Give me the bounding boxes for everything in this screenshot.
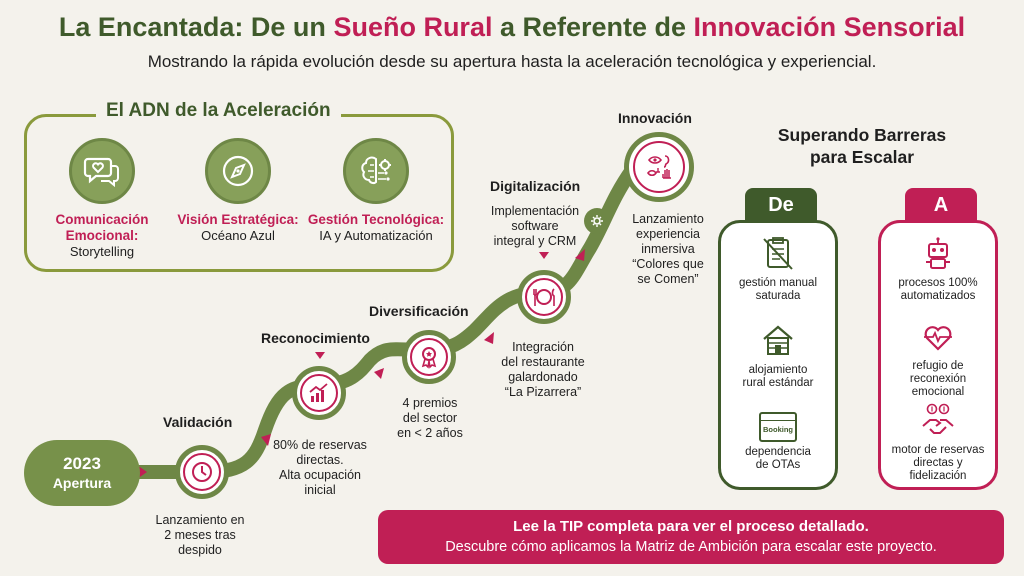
marker-arrow <box>539 252 549 259</box>
barriers-title: Superando Barreras para Escalar <box>777 125 947 167</box>
adn-item-title: Visión Estratégica: <box>177 212 299 227</box>
stage-node-innovacion <box>624 132 694 202</box>
path-arrow <box>484 332 494 344</box>
title-part-1: La Encantada: De un <box>58 12 334 42</box>
stage-label-reconocimiento: Reconocimiento <box>261 330 370 346</box>
heart-chat-icon <box>69 138 135 204</box>
stage-desc-digitalizacion: Integración del restaurante galardonado … <box>501 340 585 399</box>
adn-item-subtitle: IA y Automatización <box>319 228 433 243</box>
to-item: refugio de reconexión emocional <box>878 316 998 399</box>
from-item-text: dependencia de OTAs <box>745 446 811 471</box>
marker-arrow <box>315 352 325 359</box>
stage-node-diversificacion <box>402 330 456 384</box>
handshake-icon <box>922 403 954 434</box>
path-arrow <box>575 249 585 261</box>
adn-item-subtitle: Storytelling <box>69 244 135 259</box>
stage-node-validacion <box>175 445 229 499</box>
adn-item-gestion: Gestión Tecnológica: IA y Automatización <box>306 138 446 244</box>
to-item-text: refugio de reconexión emocional <box>909 360 967 398</box>
stage-node-reconocimiento <box>292 366 346 420</box>
adn-item-title: Gestión Tecnológica: <box>307 212 445 227</box>
to-column-tab: A <box>905 188 977 222</box>
to-item-text: procesos 100% automatizados <box>898 277 978 302</box>
clipboard-crossed-icon <box>763 237 793 270</box>
start-pill: 2023 Apertura <box>24 440 140 506</box>
page-subtitle: Mostrando la rápida evolución desde su a… <box>147 52 877 71</box>
cta-line-1: Lee la TIP completa para ver el proceso … <box>513 518 869 535</box>
cta-line-2: Descubre cómo aplicamos la Matriz de Amb… <box>445 539 937 555</box>
cabin-icon <box>763 325 793 355</box>
path-arrow <box>261 434 271 446</box>
title-part-2: a Referente de <box>492 12 694 42</box>
title-highlight-2: Innovación Sensorial <box>693 12 966 42</box>
stage-desc-validacion: Lanzamiento en 2 meses tras despido <box>155 513 245 557</box>
from-item: Booking dependencia de OTAs <box>718 412 838 472</box>
to-item: motor de reservas directas y fidelizació… <box>878 400 998 483</box>
adn-item-title: Comunicación Emocional: <box>55 212 149 243</box>
from-column-tab: De <box>745 188 817 222</box>
adn-item-vision: Visión Estratégica: Océano Azul <box>168 138 308 244</box>
growth-chart-icon <box>300 374 338 412</box>
from-item: gestión manual saturada <box>718 233 838 303</box>
stage-label-diversificacion: Diversificación <box>369 303 469 319</box>
adn-item-subtitle: Océano Azul <box>201 228 275 243</box>
from-item-text: gestión manual saturada <box>739 277 817 302</box>
cta-banner[interactable]: Lee la TIP completa para ver el proceso … <box>378 510 1004 564</box>
stage-label-digitalizacion: Digitalización <box>490 178 581 194</box>
robot-icon <box>926 237 950 269</box>
from-item-text: alojamiento rural estándar <box>742 364 814 389</box>
stage-node-digitalizacion <box>517 270 571 324</box>
brain-gear-icon <box>343 138 409 204</box>
plate-cutlery-icon <box>525 278 563 316</box>
from-item: alojamiento rural estándar <box>718 320 838 390</box>
clock-icon <box>183 453 221 491</box>
start-year: 2023 <box>63 454 101 473</box>
booking-window-icon: Booking <box>759 412 797 442</box>
title-highlight-1: Sueño Rural <box>333 12 493 42</box>
to-column <box>878 220 998 490</box>
to-item: procesos 100% automatizados <box>878 233 998 303</box>
start-label: Apertura <box>52 475 112 491</box>
stage-desc-innovacion: Lanzamiento experiencia inmersiva “Color… <box>632 212 704 286</box>
to-item-text: motor de reservas directas y fidelizació… <box>891 444 985 482</box>
award-icon <box>410 338 448 376</box>
compass-icon <box>205 138 271 204</box>
senses-icon <box>633 141 685 193</box>
adn-title: El ADN de la Aceleración <box>96 100 341 122</box>
heartbeat-icon <box>924 326 952 351</box>
stage-desc-diversificacion: 4 premios del sector en < 2 años <box>397 396 463 440</box>
stage-label-validacion: Validación <box>163 414 233 430</box>
stage-desc-reconocimiento: 80% de reservas directas. Alta ocupación… <box>273 438 367 497</box>
booking-badge: Booking <box>763 425 793 434</box>
adn-item-comunicacion: Comunicación Emocional: Storytelling <box>32 138 172 260</box>
path-arrow <box>374 368 384 379</box>
stage-note-digitalizacion: Implementación software integral y CRM <box>490 204 580 248</box>
page-title: La Encantada: De un Sueño Rural a Refere… <box>0 12 1024 43</box>
cloud-gear-icon <box>584 208 610 234</box>
stage-label-innovacion: Innovación <box>618 110 692 126</box>
